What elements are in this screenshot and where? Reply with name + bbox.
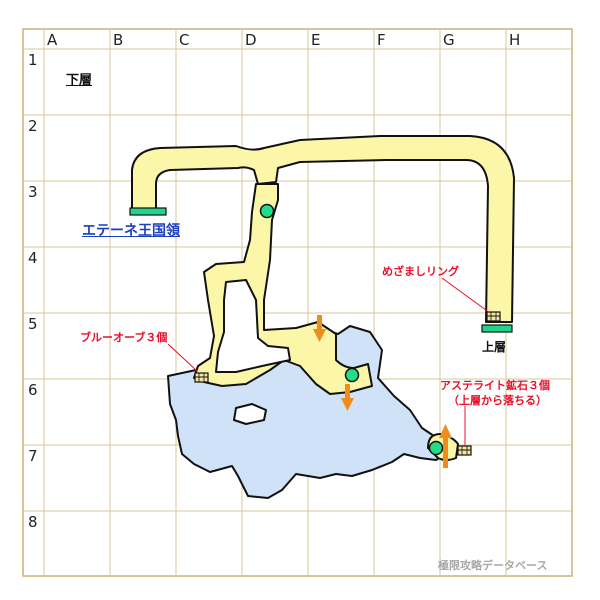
treasure-chest-icon[interactable] xyxy=(457,445,472,456)
down-arrow-icon xyxy=(341,384,354,411)
credit-text: 極限攻略データベース xyxy=(438,559,548,572)
down-arrow-icon xyxy=(313,315,326,342)
grid-row-label: 4 xyxy=(28,249,38,267)
grid-col-label: C xyxy=(179,31,190,49)
item-label-ore-note: （上層から落ちる） xyxy=(448,394,547,407)
grid-col-label: E xyxy=(311,31,321,49)
item-label-ore: アステライト鉱石３個 xyxy=(440,379,550,392)
grid-row-label: 7 xyxy=(28,447,38,465)
item-label-blue-orb: ブルーオーブ３個 xyxy=(80,331,168,344)
treasure-chest-icon[interactable] xyxy=(194,372,209,383)
floor-label: 下層 xyxy=(66,73,93,88)
up-stairs-label: 上層 xyxy=(482,340,507,354)
grid-col-label: B xyxy=(113,31,124,49)
path-loop-hole xyxy=(215,279,291,373)
grid-col-label: G xyxy=(443,31,455,49)
grid-col-label: A xyxy=(47,31,58,49)
grid-row-label: 5 xyxy=(28,315,38,333)
treasure-chest-icon[interactable] xyxy=(486,311,501,322)
region-link[interactable]: エテーネ王国領 xyxy=(82,223,180,239)
grid-row-label: 6 xyxy=(28,381,38,399)
teleport-marker-icon[interactable] xyxy=(259,203,275,219)
up-arrow-icon xyxy=(439,424,452,468)
grid-col-label: F xyxy=(377,31,386,49)
teleport-marker-icon[interactable] xyxy=(344,367,360,383)
grid-col-label: H xyxy=(509,31,521,49)
callout-lines xyxy=(167,277,491,446)
grid-row-label: 3 xyxy=(28,183,38,201)
grid-row-label: 1 xyxy=(28,51,38,69)
grid-row-label: 8 xyxy=(28,513,38,531)
grid-row-label: 2 xyxy=(28,117,38,135)
item-label-ring: めざましリング xyxy=(382,265,459,278)
teleport-marker-icon[interactable] xyxy=(428,440,444,456)
stairs-icon[interactable] xyxy=(481,324,513,333)
grid-col-label: D xyxy=(245,31,257,49)
island xyxy=(233,403,267,425)
stairs-icon[interactable] xyxy=(129,207,167,216)
